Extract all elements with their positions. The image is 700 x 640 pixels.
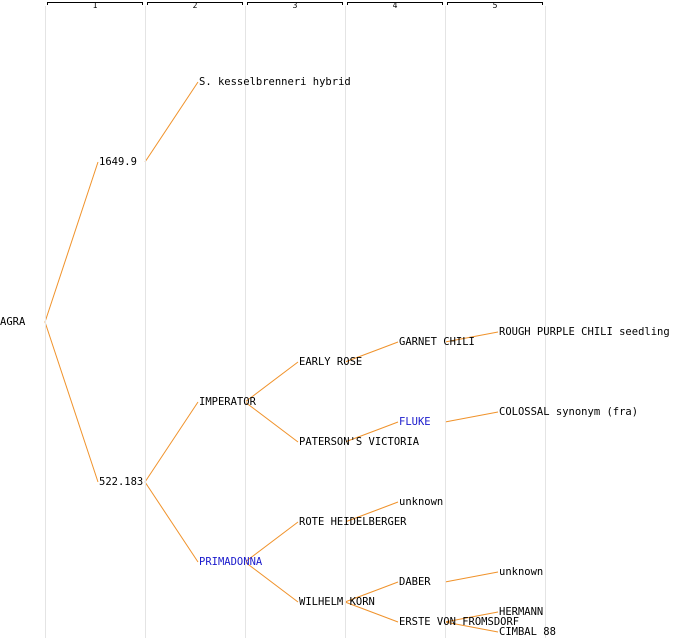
column-number: 1 xyxy=(92,1,98,10)
node-daber[interactable]: DABER xyxy=(399,576,431,588)
node-imperator[interactable]: IMPERATOR xyxy=(199,396,256,408)
edge-primadonna-wilhelm xyxy=(244,561,299,603)
column-divider xyxy=(245,6,246,638)
node-cimbal[interactable]: CIMBAL 88 xyxy=(499,626,556,638)
edge-fluke-colossal xyxy=(444,411,499,423)
column-bracket xyxy=(347,2,443,5)
edge-garnet-rough xyxy=(444,331,499,343)
edge-earlyrose-garnet xyxy=(344,341,399,363)
edge-agra-n522 xyxy=(44,321,99,483)
edge-imperator-paterson xyxy=(244,401,299,443)
edge-agra-n1649 xyxy=(44,161,99,323)
node-rote[interactable]: ROTE HEIDELBERGER xyxy=(299,516,407,528)
edge-n522-imperator xyxy=(144,401,199,483)
column-divider xyxy=(145,6,146,638)
edge-paterson-fluke xyxy=(344,421,399,443)
column-number: 5 xyxy=(492,1,498,10)
node-n1649[interactable]: 1649.9 xyxy=(99,156,137,168)
node-wilhelm[interactable]: WILHELM KORN xyxy=(299,596,375,608)
node-n522[interactable]: 522.183 xyxy=(99,476,144,488)
edge-erste-cimbal xyxy=(444,621,499,633)
edge-erste-hermann xyxy=(444,611,499,623)
node-earlyrose[interactable]: EARLY ROSE xyxy=(299,356,363,368)
edge-primadonna-rote xyxy=(244,521,299,563)
node-fluke[interactable]: FLUKE xyxy=(399,416,431,428)
column-divider xyxy=(345,6,346,638)
node-hermann[interactable]: HERMANN xyxy=(499,606,544,618)
column-number: 3 xyxy=(292,1,298,10)
column-bracket xyxy=(47,2,143,5)
column-bracket xyxy=(447,2,543,5)
column-divider xyxy=(445,6,446,638)
column-bracket xyxy=(247,2,343,5)
node-unk1[interactable]: unknown xyxy=(399,496,444,508)
edge-wilhelm-erste xyxy=(344,601,399,623)
edge-wilhelm-daber xyxy=(344,581,399,603)
column-divider xyxy=(545,6,546,638)
node-paterson[interactable]: PATERSON'S VICTORIA xyxy=(299,436,420,448)
node-primadonna[interactable]: PRIMADONNA xyxy=(199,556,263,568)
edge-imperator-earlyrose xyxy=(244,361,299,403)
column-bracket xyxy=(147,2,243,5)
edge-daber-unk2 xyxy=(444,571,499,583)
node-kessel[interactable]: S. kesselbrenneri hybrid xyxy=(199,76,351,88)
column-number: 2 xyxy=(192,1,198,10)
node-garnet[interactable]: GARNET CHILI xyxy=(399,336,475,348)
column-divider xyxy=(45,6,46,638)
edge-n1649-kessel xyxy=(144,81,199,163)
node-unk2[interactable]: unknown xyxy=(499,566,544,578)
node-colossal[interactable]: COLOSSAL synonym (fra) xyxy=(499,406,639,418)
node-rough[interactable]: ROUGH PURPLE CHILI seedling xyxy=(499,326,670,338)
column-number: 4 xyxy=(392,1,398,10)
edge-rote-unk1 xyxy=(344,501,399,523)
node-agra[interactable]: AGRA xyxy=(0,316,26,328)
edge-n522-primadonna xyxy=(144,481,199,563)
node-erste[interactable]: ERSTE VON FROMSDORF xyxy=(399,616,520,628)
